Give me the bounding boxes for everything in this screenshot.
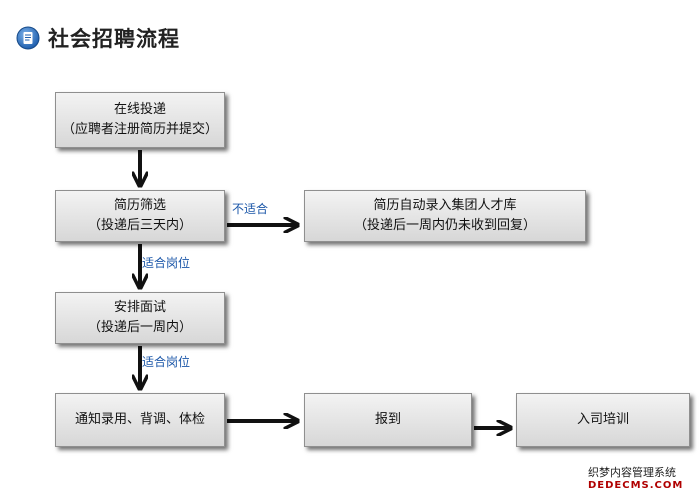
label-suitable-position: 适合岗位 bbox=[142, 256, 191, 270]
step-note: （应聘者注册简历并提交） bbox=[61, 122, 218, 137]
watermark: 织梦内容管理系统 DEDECMS.COM bbox=[588, 466, 683, 492]
step-title: 简历筛选 bbox=[113, 198, 166, 213]
step-title: 在线投递 bbox=[113, 102, 166, 117]
step-title: 简历自动录入集团人才库 bbox=[373, 198, 517, 213]
watermark-text: 织梦内容管理系统 bbox=[588, 466, 676, 479]
step-interview: 安排面试 （投递后一周内） bbox=[55, 292, 225, 344]
page-header: 社会招聘流程 bbox=[16, 22, 180, 54]
step-title: 入司培训 bbox=[576, 412, 629, 427]
watermark-url: DEDECMS.COM bbox=[588, 480, 684, 491]
step-note: （投递后一周内仍未收到回复） bbox=[353, 218, 536, 233]
label-suitable-position: 适合岗位 bbox=[142, 355, 191, 369]
label-not-suitable: 不适合 bbox=[232, 202, 269, 216]
step-training: 入司培训 bbox=[516, 393, 690, 447]
step-title: 通知录用、背调、体检 bbox=[74, 412, 205, 427]
step-resume-screening: 简历筛选 （投递后三天内） bbox=[55, 190, 225, 242]
step-note: （投递后三天内） bbox=[87, 218, 192, 233]
step-note: （投递后一周内） bbox=[87, 320, 192, 335]
step-title: 报到 bbox=[374, 412, 401, 427]
step-offer: 通知录用、背调、体检 bbox=[55, 393, 225, 447]
step-report: 报到 bbox=[304, 393, 472, 447]
step-talent-pool: 简历自动录入集团人才库 （投递后一周内仍未收到回复） bbox=[304, 190, 586, 242]
document-icon bbox=[16, 26, 40, 50]
page-title: 社会招聘流程 bbox=[48, 27, 180, 51]
step-title: 安排面试 bbox=[113, 300, 166, 315]
step-online-submit: 在线投递 （应聘者注册简历并提交） bbox=[55, 92, 225, 148]
